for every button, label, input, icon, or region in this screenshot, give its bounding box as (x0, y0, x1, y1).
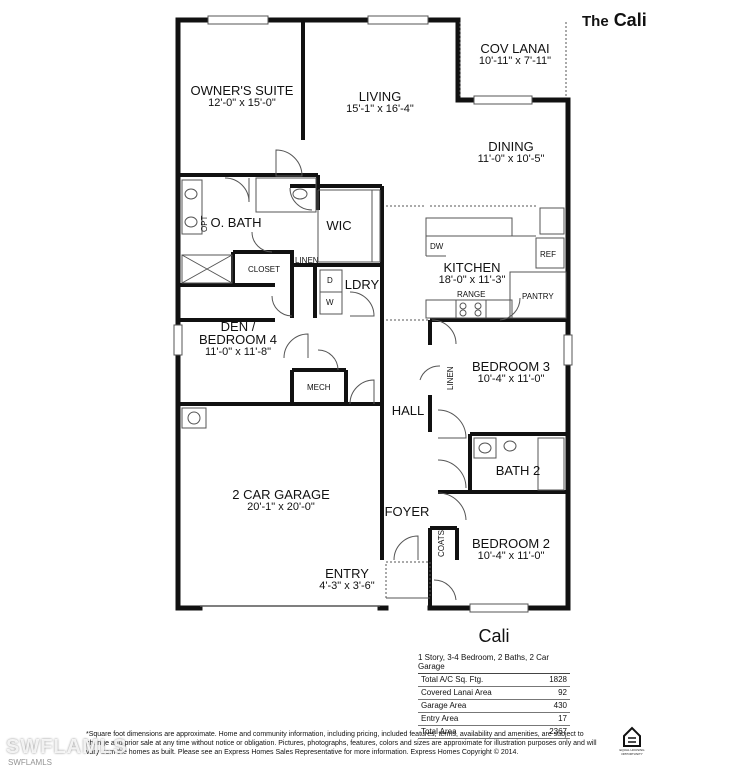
label-range: RANGE (457, 290, 486, 299)
equal-housing-text: EQUAL HOUSING OPPORTUNITY (619, 748, 645, 756)
room-cov-lanai: COV LANAI 10'-11" x 7'-11" (470, 42, 560, 68)
label-coats: COATS (437, 530, 446, 557)
room-name: COV LANAI (480, 41, 550, 56)
watermark-small: SWFLAMLS (8, 758, 53, 767)
room-bath-2: BATH 2 (490, 464, 546, 477)
room-name: LIVING (358, 89, 402, 104)
label-pantry: PANTRY (522, 292, 554, 301)
label-linen: LINEN (295, 256, 319, 265)
room-foyer: FOYER (384, 505, 430, 518)
label-washer: W (326, 298, 334, 307)
room-dims: 10'-11" x 7'-11" (478, 55, 552, 67)
watermark: SWFLAMLS (6, 736, 128, 758)
disclaimer-text: *Square foot dimensions are approximate.… (86, 731, 597, 756)
room-hall: HALL (388, 404, 428, 417)
room-name: 2 CAR GARAGE (232, 487, 330, 502)
room-dims: 12'-0" x 15'-0" (208, 97, 276, 109)
room-o-bath: O. BATH (206, 216, 266, 229)
room-entry: ENTRY 4'-3" x 3'-6" (314, 567, 380, 593)
room-dims: 10'-4" x 11'-0" (477, 373, 545, 385)
room-dims: 11'-0" x 10'-5" (477, 153, 545, 165)
stats-label: Garage Area (421, 701, 467, 710)
room-bedroom-3: BEDROOM 3 10'-4" x 11'-0" (466, 360, 556, 386)
room-name-2: BEDROOM 4 (198, 332, 277, 347)
stats-label: Total A/C Sq. Ftg. (421, 675, 484, 684)
stats-value: 430 (553, 701, 567, 710)
stats-rows: Total A/C Sq. Ftg. 1828 Covered Lanai Ar… (418, 674, 570, 739)
room-bedroom-2: BEDROOM 2 10'-4" x 11'-0" (466, 537, 556, 563)
room-name: FOYER (384, 504, 430, 519)
stats-label: Entry Area (421, 714, 459, 723)
stats-row: Garage Area 430 (418, 700, 570, 713)
label-mech: MECH (307, 383, 331, 392)
stats-row: Total A/C Sq. Ftg. 1828 (418, 674, 570, 687)
room-name: O. BATH (210, 215, 262, 230)
stats-value: 17 (558, 714, 567, 723)
label-ref: REF (540, 250, 556, 259)
label-opt: OPT (200, 215, 209, 232)
stats-row: Covered Lanai Area 92 (418, 687, 570, 700)
room-living: LIVING 15'-1" x 16'-4" (330, 90, 430, 116)
stats-label: Covered Lanai Area (421, 688, 492, 697)
room-name: DINING (488, 139, 534, 154)
stats-summary: 1 Story, 3-4 Bedroom, 2 Baths, 2 Car Gar… (418, 653, 570, 674)
brand-prefix: The (582, 13, 609, 30)
room-name: BEDROOM 2 (471, 536, 550, 551)
room-name: HALL (391, 403, 425, 418)
fixtures (173, 15, 641, 747)
room-kitchen: KITCHEN 18'-0" x 11'-3" (422, 261, 522, 287)
stats-value: 92 (558, 688, 567, 697)
room-ldry: LDRY (344, 278, 380, 291)
stats-row: Total Area 2367 (418, 726, 570, 739)
room-dims: 15'-1" x 16'-4" (346, 103, 414, 115)
equal-housing-logo: EQUAL HOUSING OPPORTUNITY (619, 724, 645, 756)
room-garage: 2 CAR GARAGE 20'-1" x 20'-0" (226, 488, 336, 514)
room-name: BATH 2 (495, 463, 541, 478)
stats-value: 2367 (549, 727, 567, 736)
room-name: ENTRY (325, 566, 369, 581)
room-name: LDRY (344, 277, 380, 292)
brand-name: Cali (613, 10, 647, 30)
label-closet: CLOSET (248, 265, 281, 274)
room-name: OWNER'S SUITE (190, 83, 294, 98)
room-dims: 20'-1" x 20'-0" (247, 501, 315, 513)
room-dims: 11'-0" x 11'-8" (204, 346, 272, 358)
room-den: DEN / BEDROOM 4 11'-0" x 11'-8" (196, 320, 280, 359)
stats-row: Entry Area 17 (418, 713, 570, 726)
label-dryer: D (327, 276, 333, 285)
room-name: WIC (326, 218, 352, 233)
room-wic: WIC (322, 219, 356, 232)
room-dining: DINING 11'-0" x 10'-5" (466, 140, 556, 166)
stats-value: 1828 (549, 675, 567, 684)
room-dims: 4'-3" x 3'-6" (319, 580, 375, 592)
plan-brand-title: The Cali (582, 10, 647, 31)
room-name: KITCHEN (443, 260, 501, 275)
room-name: DEN / (220, 319, 256, 334)
room-dims: 18'-0" x 11'-3" (438, 274, 506, 286)
stats-title: Cali (478, 626, 510, 646)
room-owners-suite: OWNER'S SUITE 12'-0" x 15'-0" (190, 84, 294, 110)
label-linen-2: LINEN (446, 366, 455, 390)
room-name: BEDROOM 3 (471, 359, 550, 374)
label-dw: DW (430, 242, 444, 251)
room-dims: 10'-4" x 11'-0" (477, 550, 545, 562)
plan-stats-table: Cali 1 Story, 3-4 Bedroom, 2 Baths, 2 Ca… (418, 626, 570, 739)
stats-label: Total Area (421, 727, 457, 736)
